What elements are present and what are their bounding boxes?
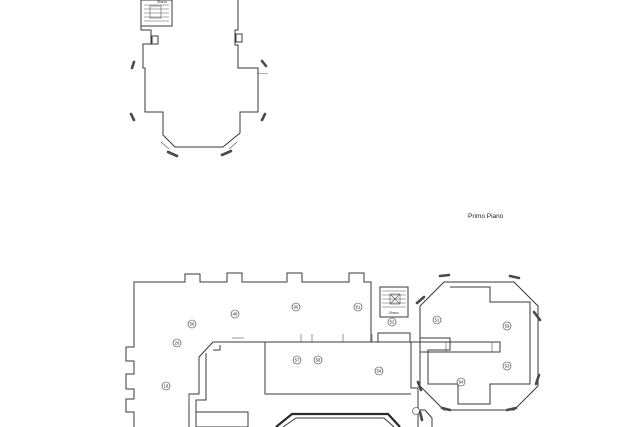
stair-landing [377,332,411,343]
arc-mark [129,112,136,122]
room-marker[interactable]: 58 [313,355,323,365]
inner-room-wall [264,342,411,395]
corridor-step [213,345,221,351]
entrance-arrow [256,72,269,75]
lower-stair-label: Sbarco [389,311,399,315]
lower-building: Sbarco [125,272,542,427]
arc-mark [438,273,451,278]
corridor-line-inner [195,353,207,427]
lower-courtyard-wall [275,412,401,427]
room-marker[interactable]: 57 [292,355,302,365]
arc-mark [166,150,179,158]
room-marker[interactable]: 52 [387,317,397,327]
arc-mark [220,149,233,157]
corridor-line [188,341,214,427]
room-marker[interactable]: 61 [353,302,363,312]
arc-mark [505,406,518,412]
room-number: 64 [459,380,464,385]
entrance-arrow [160,141,170,150]
octagon-inner [420,286,531,405]
upper-stair-label: Sbarco [157,0,167,4]
room-number: 53 [505,364,510,369]
arc-mark [508,274,521,280]
room-number: 56 [190,322,195,327]
octagon-wing [419,281,539,411]
upper-building: Sbarco [129,0,269,158]
room-number: 57 [295,358,300,363]
room-marker[interactable]: 56 [187,319,197,329]
upper-notch [235,33,243,43]
room-number: 59 [505,324,510,329]
room-markers: 61 60 48 56 20 18 57 58 [161,302,512,391]
arc-mark [130,60,136,70]
arc-mark [260,112,267,122]
arc-mark [534,373,541,386]
arc-mark [532,310,542,322]
room-number: 60 [294,305,299,310]
room-number: 58 [316,358,321,363]
lower-room-stub [195,411,249,427]
room-marker[interactable]: 48 [230,309,240,319]
room-number: 54 [377,369,382,374]
upper-stair-block [140,0,173,27]
room-marker[interactable]: 53 [502,361,512,371]
arc-mark [260,59,268,68]
room-marker[interactable]: 54 [374,366,384,376]
floor-label: Primo Piano [468,213,504,220]
room-number: 20 [175,341,180,346]
arc-mark [418,410,424,422]
room-marker[interactable]: 60 [291,302,301,312]
room-marker[interactable]: 18 [161,381,171,391]
room-marker[interactable]: 64 [456,377,466,387]
entrance-arrow [228,141,238,150]
lower-right-corridor [418,409,433,427]
lower-courtyard-inner [282,417,395,427]
lower-stair-treads [382,290,406,308]
arc-mark [440,406,452,412]
room-marker[interactable]: 59 [502,321,512,331]
room-number: 52 [390,320,395,325]
room-marker[interactable]: 51 [432,315,442,325]
small-circle-marker [412,407,420,415]
octagon-corridor [420,341,501,353]
room-number: 61 [356,305,361,310]
lower-stair-block [379,286,409,318]
room-number: 18 [164,384,169,389]
room-number: 48 [233,312,238,317]
upper-notch-left [151,35,159,45]
room-number: 51 [435,318,440,323]
upper-stair-treads [144,4,169,22]
arc-mark [415,295,426,305]
room-marker[interactable]: 20 [172,338,182,348]
arc-mark [416,380,423,392]
